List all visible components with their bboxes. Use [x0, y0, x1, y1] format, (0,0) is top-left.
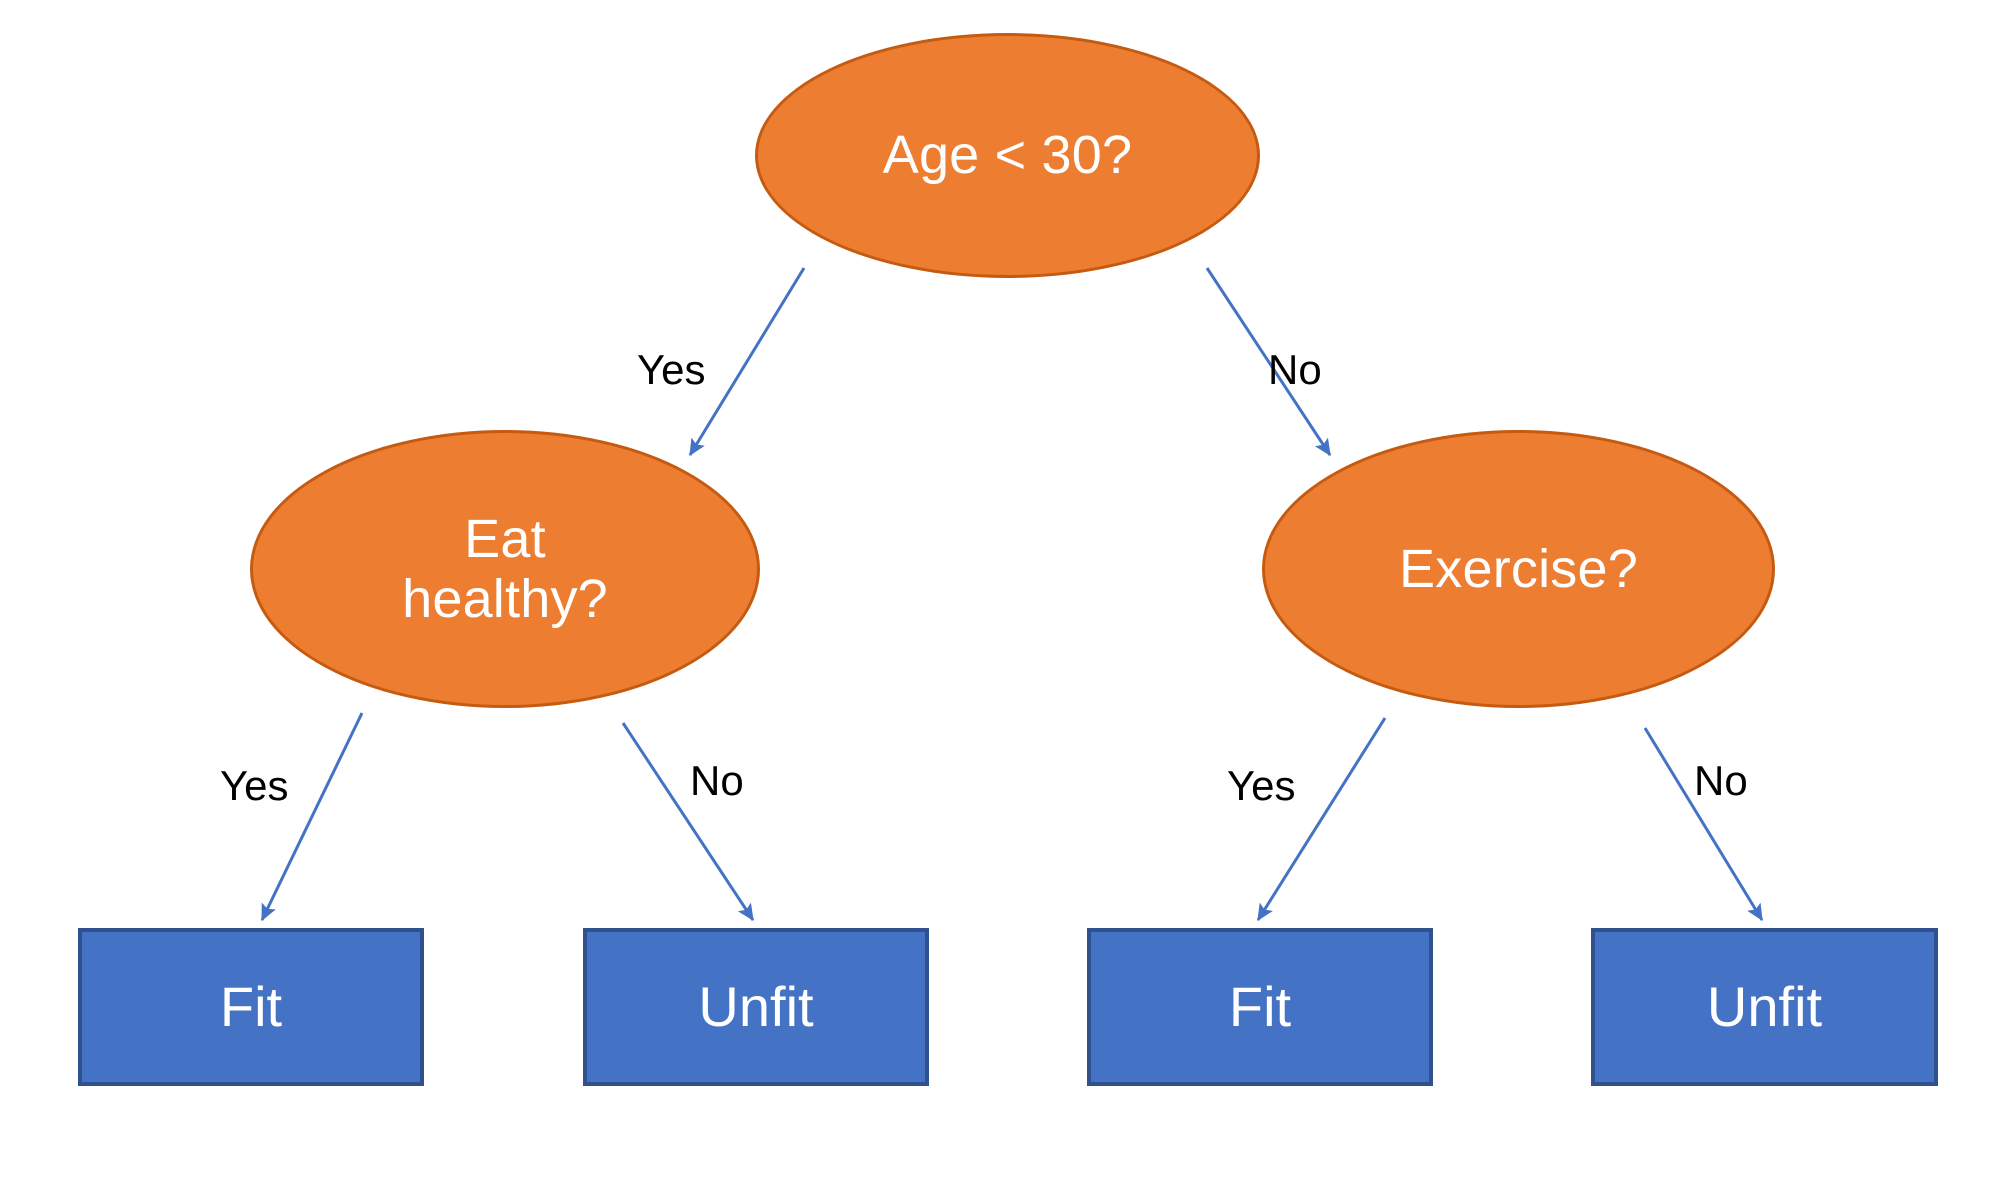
edge-eat-to-fit [260, 712, 364, 922]
node-leaf-fit-2-label: Fit [1228, 974, 1292, 1038]
node-leaf-unfit-2[interactable]: Unfit [1591, 928, 1938, 1086]
node-eat-healthy[interactable]: Eat healthy? [250, 430, 760, 708]
node-exercise-label: Exercise? [1399, 538, 1638, 599]
node-leaf-unfit-2-label: Unfit [1706, 974, 1823, 1038]
edge-label-eat-no: No [690, 757, 744, 804]
node-leaf-unfit-1-label: Unfit [698, 974, 814, 1038]
node-eat-healthy-label: Eat healthy? [402, 508, 608, 629]
node-root-age-label: Age < 30? [882, 125, 1133, 186]
edge-label-exercise-no: No [1694, 757, 1748, 804]
node-leaf-fit-2[interactable]: Fit [1087, 928, 1433, 1086]
edge-label-exercise-yes: Yes [1227, 762, 1296, 809]
edge-exercise-to-fit [1256, 717, 1387, 922]
node-leaf-fit-1[interactable]: Fit [78, 928, 424, 1086]
edge-root-to-eat [688, 267, 806, 457]
node-leaf-unfit-1[interactable]: Unfit [583, 928, 929, 1086]
edge-label-eat-yes: Yes [220, 762, 289, 809]
node-exercise[interactable]: Exercise? [1262, 430, 1775, 708]
edge-label-root-yes: Yes [637, 346, 706, 393]
edge-label-root-no: No [1268, 346, 1322, 393]
node-leaf-fit-1-label: Fit [219, 974, 283, 1038]
edge-eat-to-unfit [621, 722, 755, 922]
node-root-age[interactable]: Age < 30? [755, 33, 1260, 278]
